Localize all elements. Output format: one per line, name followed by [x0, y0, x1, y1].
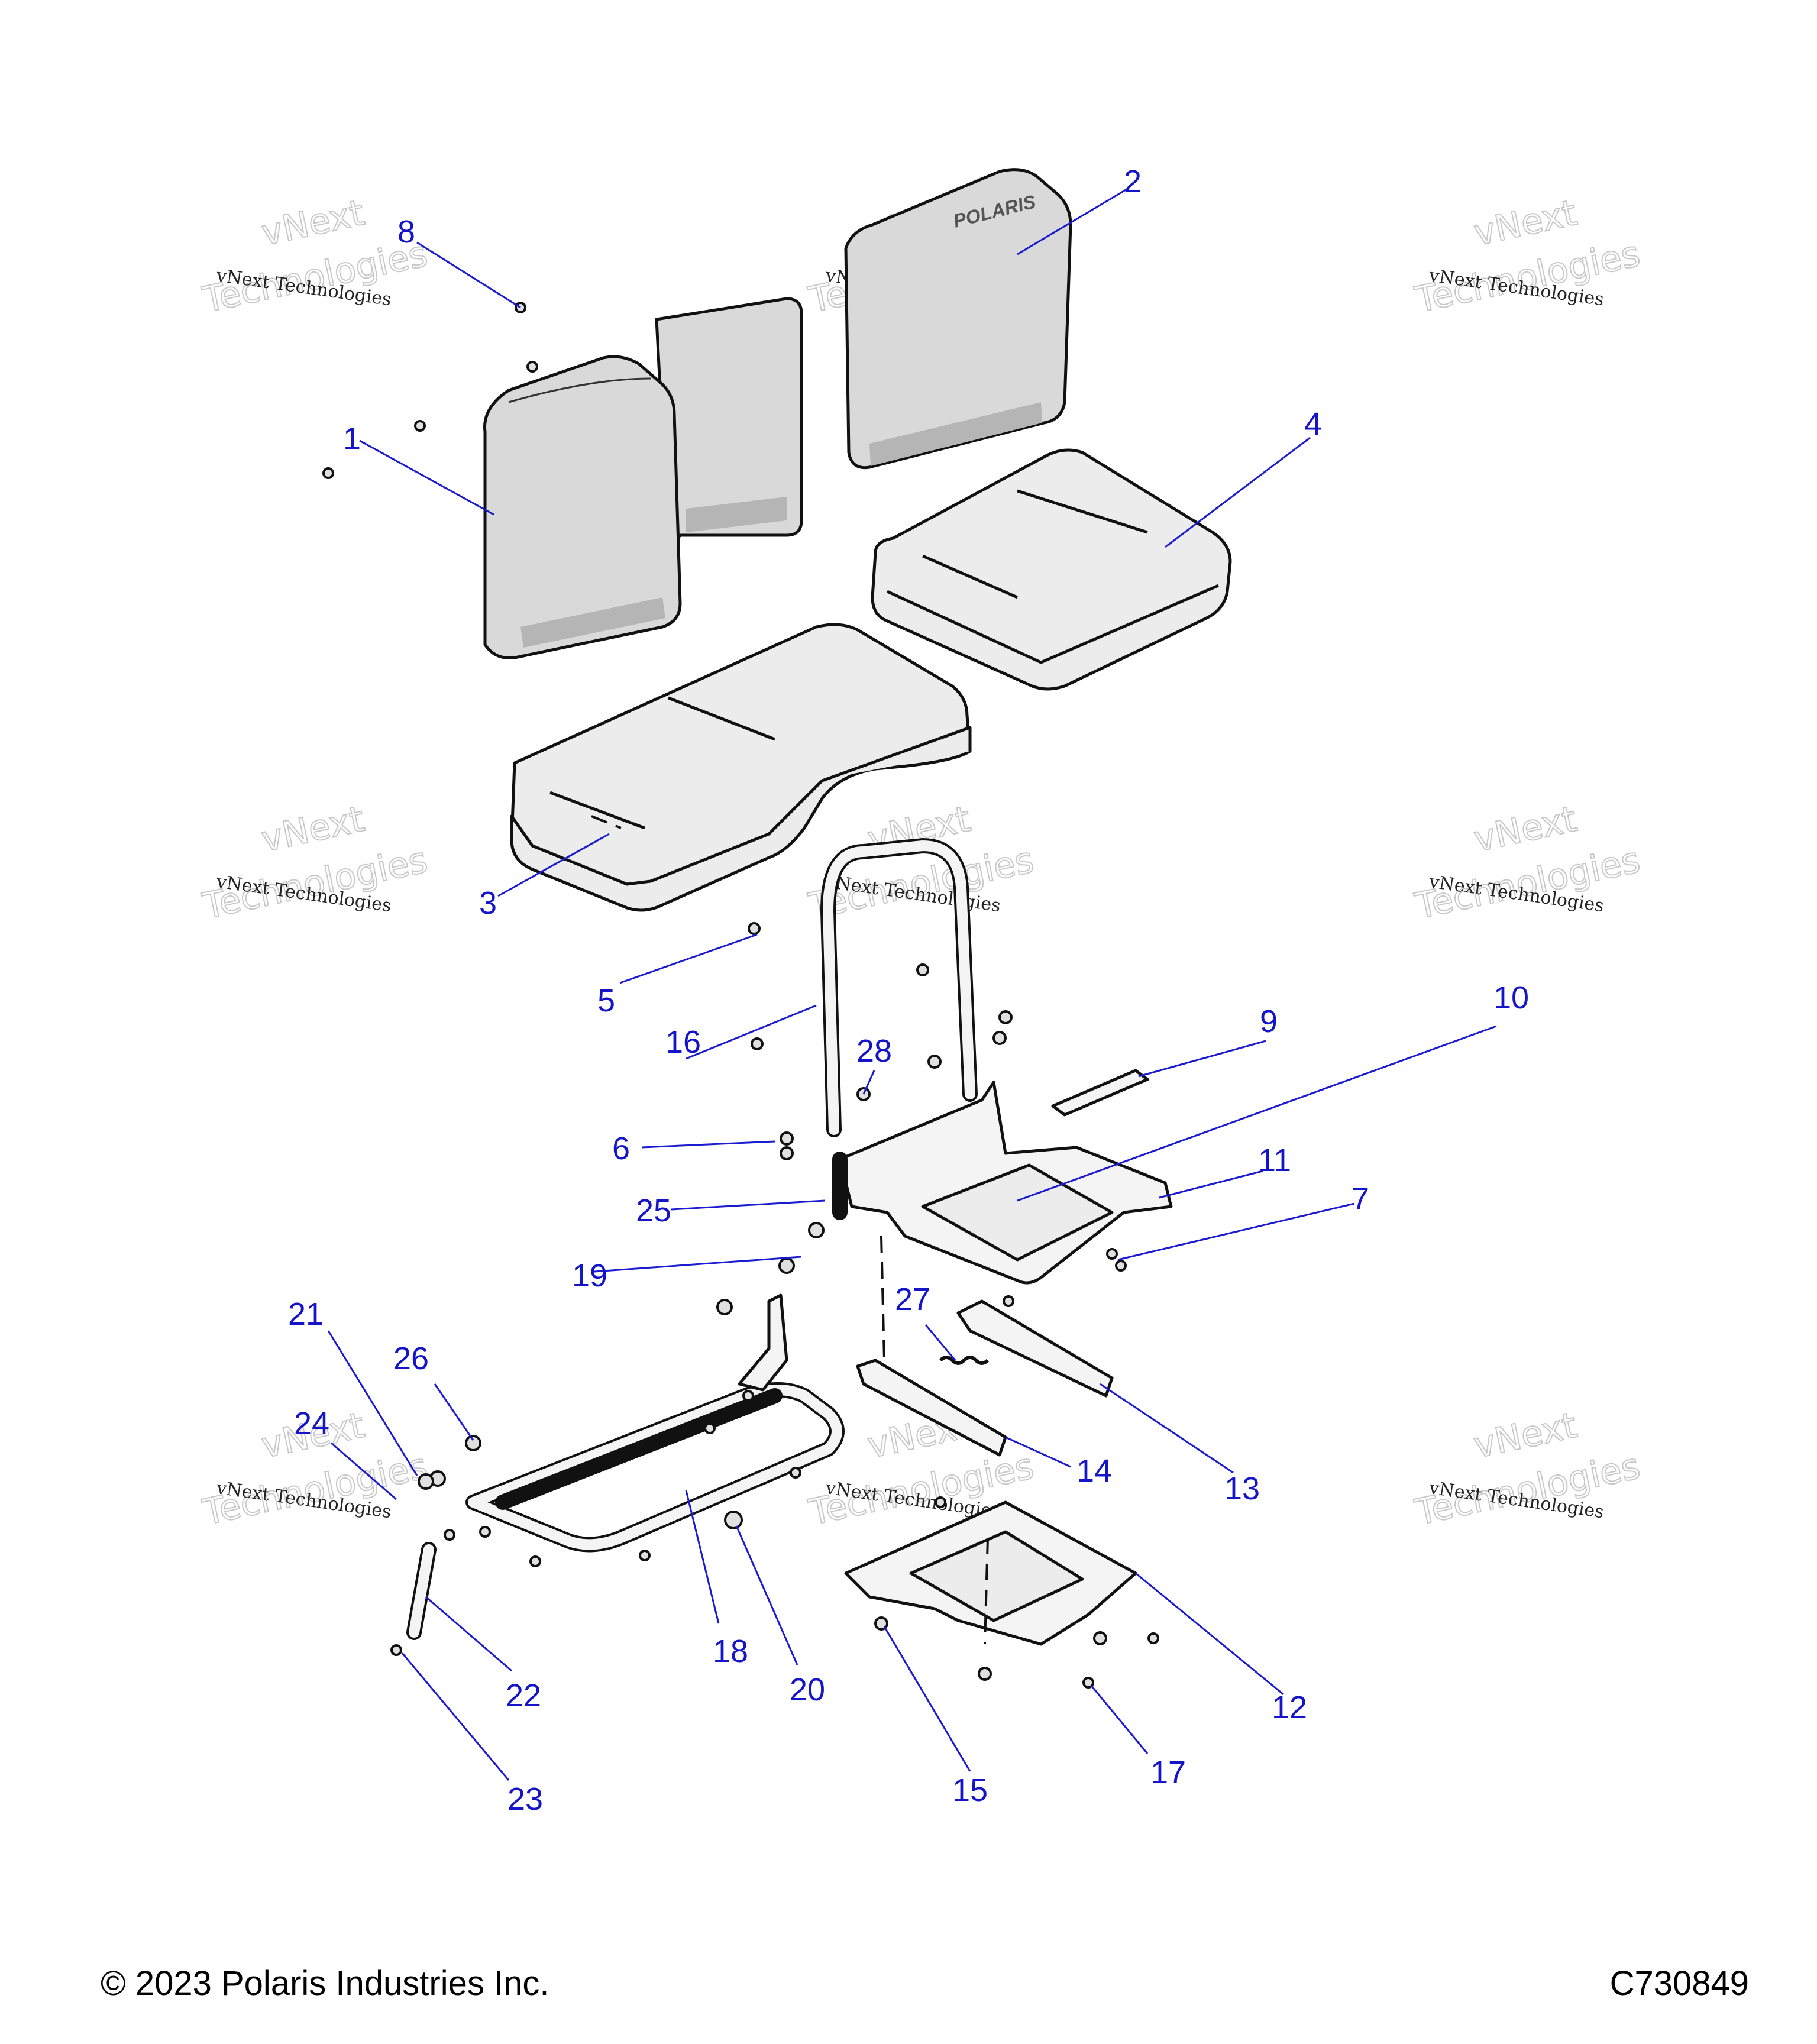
- figure-id-text: C730849: [1609, 1964, 1749, 2003]
- spring-part: [939, 1356, 990, 1365]
- copyright-text: © 2023 Polaris Industries Inc.: [101, 1964, 549, 2003]
- watermark: vNext Technologies vNext Technologies: [1411, 192, 1644, 322]
- callout-15: 15: [952, 1773, 988, 1808]
- lower-mounting-plate-part: [844, 1500, 1137, 1646]
- callout-8: 8: [397, 214, 415, 250]
- svg-text:vNext: vNext: [1470, 798, 1580, 861]
- callout-7: 7: [1352, 1181, 1369, 1217]
- svg-text:vNext: vNext: [258, 798, 368, 861]
- callout-10: 10: [1493, 980, 1529, 1015]
- callout-4: 4: [1304, 406, 1322, 442]
- callout-labels: 1 2 3 4 5 6 7 8 9 10 11 12 13 14 15 16 1…: [288, 164, 1529, 1817]
- callout-2: 2: [1124, 164, 1142, 199]
- callout-9: 9: [1260, 1004, 1278, 1039]
- callout-16: 16: [665, 1024, 701, 1060]
- watermark: vNext Technologies vNext Technologies: [198, 192, 432, 322]
- callout-28: 28: [856, 1033, 892, 1069]
- callout-12: 12: [1272, 1690, 1307, 1725]
- callout-25: 25: [636, 1193, 671, 1228]
- watermark: vNext Technologies vNext Technologies: [1411, 798, 1644, 928]
- callout-5: 5: [597, 983, 615, 1018]
- callout-24: 24: [294, 1406, 329, 1441]
- strap-bracket-part: [1051, 1069, 1149, 1117]
- callout-13: 13: [1224, 1471, 1260, 1506]
- gas-strut-part: [406, 1542, 437, 1640]
- callout-23: 23: [507, 1781, 543, 1817]
- single-cushion-part: [871, 448, 1232, 691]
- bench-cushion-part: [510, 623, 972, 912]
- seat-slide-rail-part: [856, 1299, 1114, 1457]
- callout-27: 27: [895, 1282, 930, 1317]
- callout-11: 11: [1258, 1143, 1291, 1178]
- callout-17: 17: [1150, 1755, 1186, 1790]
- seat-base-plate-part: [832, 1081, 1173, 1285]
- hardware-fasteners: [322, 302, 1159, 1689]
- leader-lines: [327, 188, 1497, 1781]
- single-backrest-part: POLARIS: [844, 168, 1072, 470]
- watermark: vNext Technologies vNext Technologies: [198, 798, 432, 928]
- callout-22: 22: [506, 1678, 541, 1713]
- callout-20: 20: [790, 1672, 825, 1707]
- svg-text:vNext: vNext: [1470, 1405, 1580, 1467]
- callout-21: 21: [288, 1296, 324, 1332]
- lower-seat-frame-part: [465, 1293, 845, 1553]
- callout-1: 1: [343, 421, 361, 457]
- callout-14: 14: [1076, 1453, 1112, 1489]
- watermark: vNext Technologies vNext Technologies: [1411, 1404, 1644, 1534]
- callout-26: 26: [393, 1341, 429, 1376]
- callout-6: 6: [612, 1131, 630, 1166]
- svg-text:vNext: vNext: [258, 192, 368, 254]
- callout-18: 18: [713, 1634, 748, 1669]
- svg-text:vNext: vNext: [1470, 192, 1580, 254]
- assembly-lines: [591, 815, 989, 1645]
- backrest-support-tube-part: [820, 838, 978, 1137]
- callout-19: 19: [572, 1258, 607, 1293]
- bench-backrest-part: [483, 297, 803, 659]
- callout-3: 3: [479, 885, 497, 921]
